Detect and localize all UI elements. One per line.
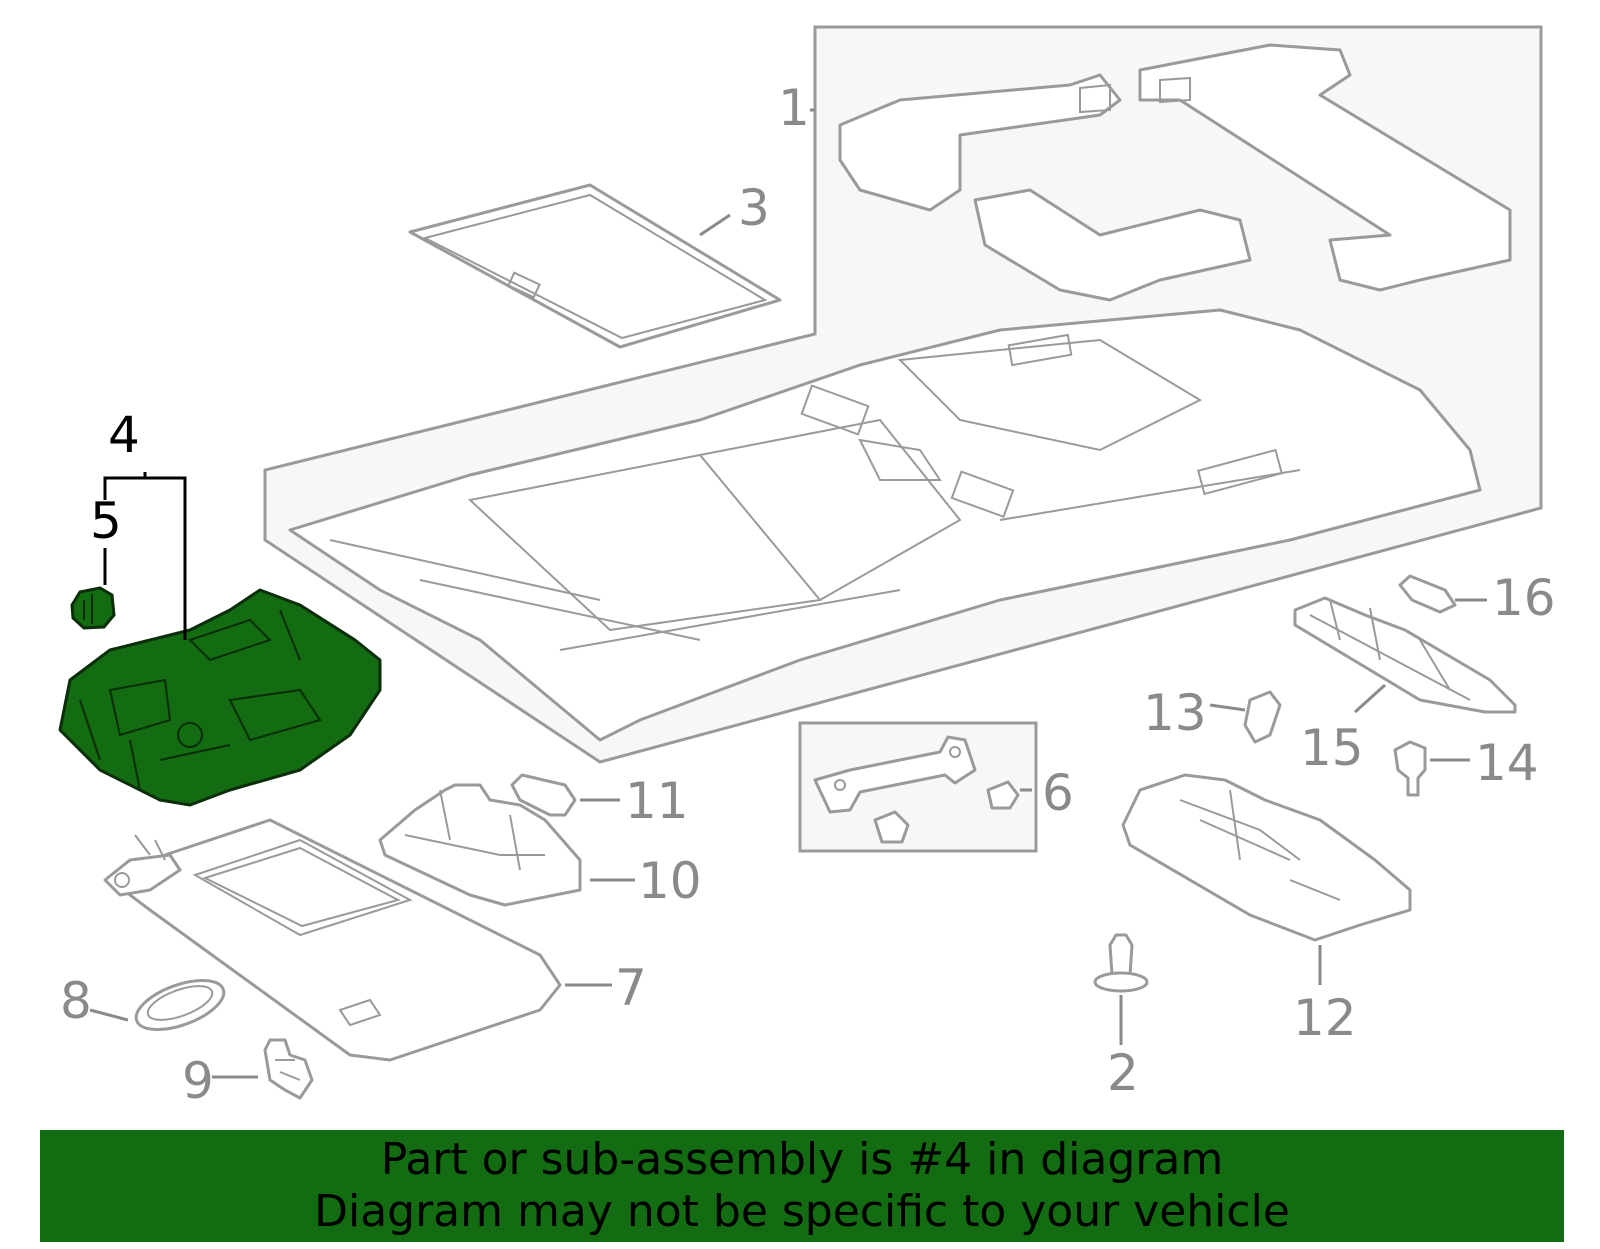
callout-4: 4 xyxy=(108,406,140,464)
callout-14: 14 xyxy=(1475,734,1539,792)
part-5-bulb-socket[interactable] xyxy=(70,586,116,630)
part-15-lamp-housing[interactable] xyxy=(1293,596,1517,714)
callout-6: 6 xyxy=(1042,764,1074,822)
part-3-sunshade[interactable] xyxy=(408,183,782,349)
part-4-overhead-console[interactable] xyxy=(58,588,382,807)
callout-5: 5 xyxy=(90,492,122,550)
roof-duct-assembly[interactable] xyxy=(838,43,1512,302)
callout-11: 11 xyxy=(625,772,689,830)
part-12-map-lamp[interactable] xyxy=(1121,773,1412,942)
callout-1: 1 xyxy=(778,79,810,137)
callout-16: 16 xyxy=(1492,569,1556,627)
notice-banner: Part or sub-assembly is #4 in diagram Di… xyxy=(40,1130,1564,1242)
part-11-bulb[interactable] xyxy=(510,773,577,817)
part-10-lamp-housing[interactable] xyxy=(378,783,582,907)
callout-12: 12 xyxy=(1293,989,1357,1047)
callout-13: 13 xyxy=(1143,684,1207,742)
callout-3: 3 xyxy=(738,179,770,237)
callout-9: 9 xyxy=(182,1052,214,1110)
callout-2: 2 xyxy=(1107,1044,1139,1102)
part-16-bulb[interactable] xyxy=(1398,574,1457,614)
callout-10: 10 xyxy=(638,852,702,910)
headliner-panel[interactable] xyxy=(288,308,1482,742)
callout-15: 15 xyxy=(1300,719,1364,777)
part-2-screw[interactable] xyxy=(1093,933,1149,993)
banner-line-1: Part or sub-assembly is #4 in diagram xyxy=(380,1134,1224,1185)
callout-7: 7 xyxy=(615,959,647,1017)
callout-8: 8 xyxy=(60,972,92,1030)
leader-lines xyxy=(89,108,1487,1079)
part-7-sun-visor[interactable] xyxy=(103,818,562,1062)
part-13-clip[interactable] xyxy=(1243,690,1282,744)
part-9-visor-clip[interactable] xyxy=(263,1038,314,1100)
part-6-assist-grip[interactable] xyxy=(813,735,1020,844)
part-8-visor-cap[interactable] xyxy=(130,970,230,1039)
banner-line-2: Diagram may not be specific to your vehi… xyxy=(314,1186,1290,1237)
part-14-socket[interactable] xyxy=(1393,740,1427,797)
